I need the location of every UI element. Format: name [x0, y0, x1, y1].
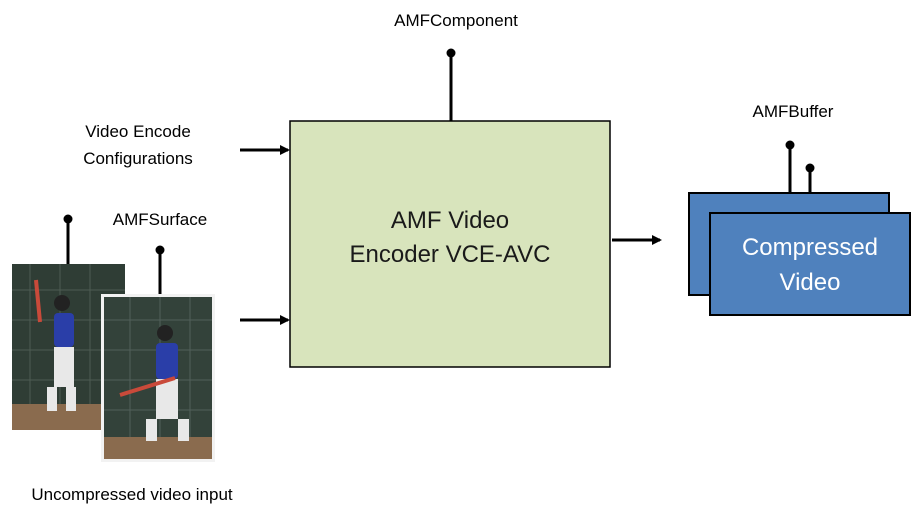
encoder-title-line1: AMF Video: [391, 207, 509, 234]
output-title-line1: Compressed: [742, 234, 878, 261]
surface-connector-front: [155, 245, 165, 294]
encoder-title-line2: Encoder VCE-AVC: [350, 241, 551, 268]
encoder-box: [289, 120, 611, 368]
input-caption: Uncompressed video input: [31, 485, 233, 504]
amfsurface-label: AMFSurface: [113, 210, 207, 229]
video-frame-front: [101, 294, 215, 462]
config-label-line2: Configurations: [83, 149, 193, 168]
surface-connector-back: [63, 214, 73, 266]
buffer-connector-back: [785, 140, 795, 193]
output-title-line2: Video: [780, 269, 841, 296]
amfbuffer-label: AMFBuffer: [753, 102, 834, 121]
config-label-line1: Video Encode: [85, 122, 191, 141]
output-box-front: [709, 212, 911, 316]
component-connector: [446, 48, 456, 121]
amfcomponent-label: AMFComponent: [394, 11, 518, 30]
